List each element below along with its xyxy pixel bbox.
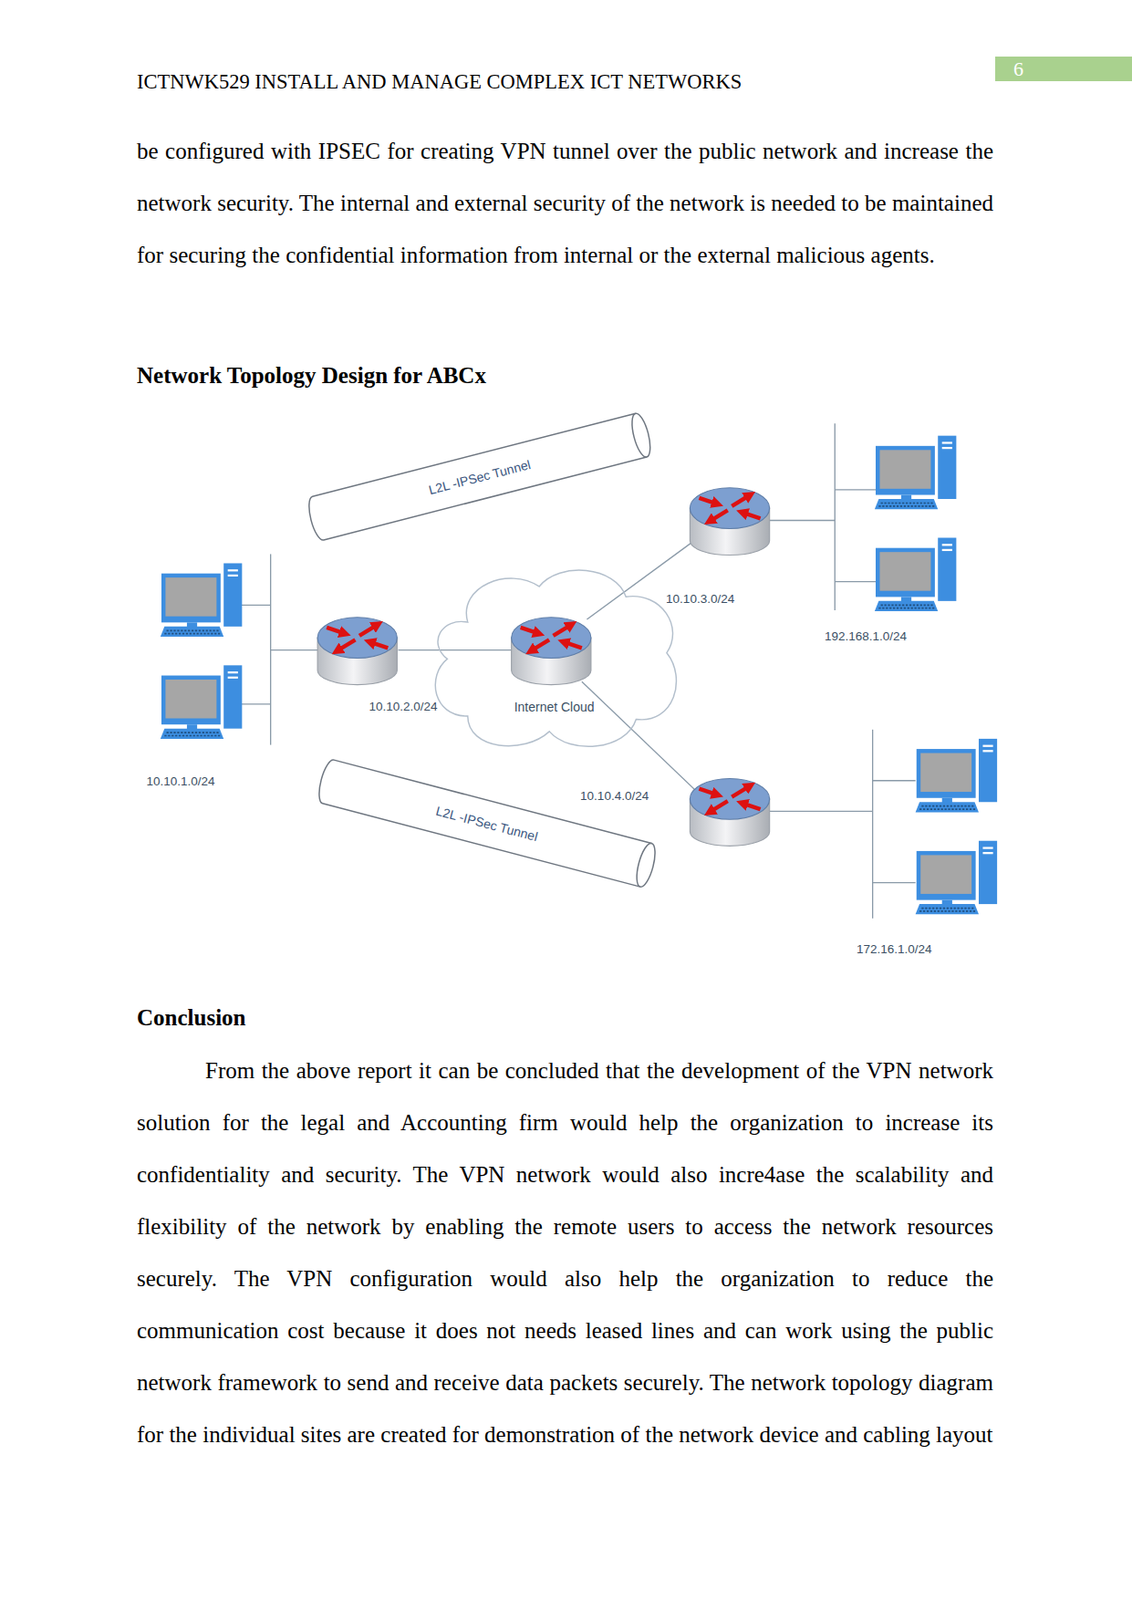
page-number: 6	[995, 56, 1132, 82]
subnet-label: 10.10.3.0/24	[664, 591, 737, 605]
pc-icons	[160, 436, 997, 915]
section-heading: Conclusion	[136, 1004, 685, 1032]
cloud-shape	[435, 571, 676, 748]
running-header: ICTNWK529 INSTALL AND MANAGE COMPLEX ICT…	[136, 68, 977, 96]
subnet-label: 10.10.1.0/24	[145, 774, 218, 789]
internet-cloud: Internet Cloud	[426, 560, 683, 750]
subnet-label: 192.168.1.0/24	[822, 629, 909, 644]
cloud-label: Internet Cloud	[514, 699, 595, 715]
ipsec-tunnel: L2L -IPSec Tunnel	[305, 411, 655, 542]
tunnel-body	[315, 758, 659, 890]
body-paragraph: be configured with IPSEC for creating VP…	[136, 124, 994, 281]
subnet-label: 172.16.1.0/24	[854, 941, 935, 956]
subnet-label: 10.10.2.0/24	[366, 699, 439, 714]
ipsec-tunnel: L2L -IPSec Tunnel	[315, 758, 659, 890]
cloud-outline	[426, 560, 683, 750]
tunnel-end	[628, 413, 647, 459]
subnet-label: 10.10.4.0/24	[578, 788, 651, 802]
section-heading: Network Topology Design for ABCx	[136, 362, 776, 390]
tunnel-body	[305, 411, 655, 542]
body-paragraph: From the above report it can be conclude…	[136, 1044, 994, 1461]
tunnel-end	[633, 841, 652, 888]
